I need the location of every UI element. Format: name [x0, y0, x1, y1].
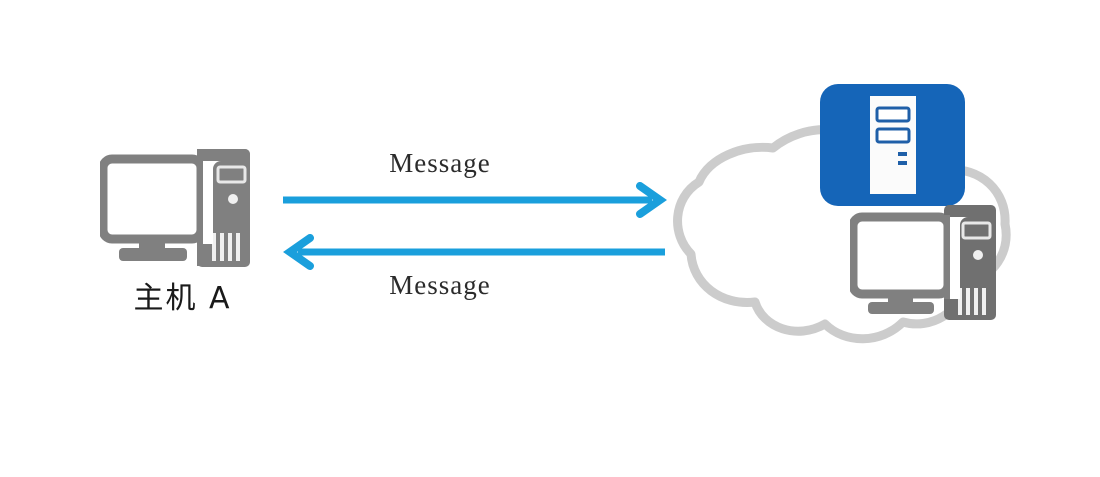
network-cloud-node: [655, 78, 1035, 353]
message-arrow-inbound: [283, 234, 665, 270]
arrow-lines: [283, 182, 667, 270]
host-a-node: 主机 A: [98, 145, 280, 325]
cloud-desktop-computer-icon: [848, 203, 1005, 323]
message-arrow-outbound: [283, 182, 667, 218]
server-tile-icon: [820, 84, 965, 206]
desktop-computer-icon: [98, 145, 265, 270]
message-label-outbound: Message: [389, 148, 491, 178]
host-a-label: 主机 A: [133, 281, 232, 316]
message-arrows: Message Message: [270, 130, 680, 310]
message-label-inbound: Message: [389, 270, 491, 300]
